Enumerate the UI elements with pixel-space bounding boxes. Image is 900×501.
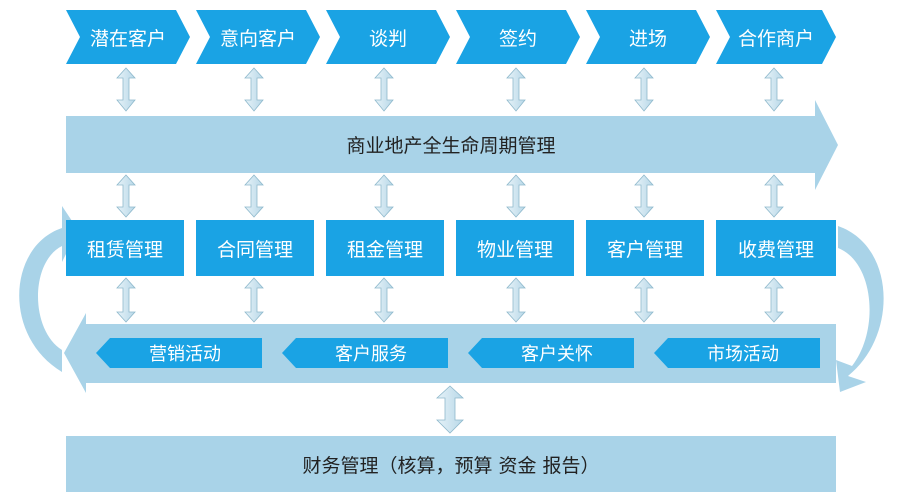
connectors-low [116,277,784,323]
module-box-6: 收费管理 [716,220,836,276]
connector-top-3 [374,67,394,112]
finance-bar [66,436,836,492]
stage-label-4: 签约 [498,27,537,50]
module-box-2: 合同管理 [196,220,314,276]
service-label-1: 营销活动 [149,344,221,365]
module-box-1: 租赁管理 [66,220,184,276]
lifecycle-arrow [66,100,838,190]
service-arrow-3 [468,338,634,368]
connector-finance [435,385,465,434]
connector-top-4 [506,67,526,112]
right-curve-arrow [836,226,884,392]
services-band-arrow [64,313,836,393]
service-arrow-2 [282,338,448,368]
stage-chevron-3 [326,10,450,64]
service-arrow-1 [96,338,262,368]
stage-chevron-4 [456,10,580,64]
connector-top-1 [116,67,136,112]
stage-chevron-2 [196,10,320,64]
module-box-3: 租金管理 [326,220,444,276]
connectors-top [116,67,784,112]
stage-label-5: 进场 [628,27,667,50]
connector-top-5 [634,67,654,112]
stage-chevron-1 [66,10,190,64]
service-label-2: 客户服务 [335,344,407,365]
left-curve-arrow [19,206,78,372]
service-label-3: 客户关怀 [521,344,593,365]
stage-chevron-6 [716,10,836,64]
stage-label-2: 意向客户 [219,27,296,50]
stage-label-3: 谈判 [368,27,407,50]
service-label-4: 市场活动 [707,344,779,365]
module-box-5: 客户管理 [586,220,704,276]
stage-chevron-5 [586,10,710,64]
connector-top-2 [244,67,264,112]
stage-label-1: 潜在客户 [89,27,166,50]
service-arrow-4 [654,338,820,368]
stage-label-6: 合作商户 [737,27,814,50]
connectors-mid [116,174,784,218]
module-box-4: 物业管理 [456,220,574,276]
lifecycle-label: 商业地产全生命周期管理 [346,135,556,157]
finance-label: 财务管理（核算，预算 资金 报告） [302,454,600,477]
connector-top-6 [764,67,784,112]
